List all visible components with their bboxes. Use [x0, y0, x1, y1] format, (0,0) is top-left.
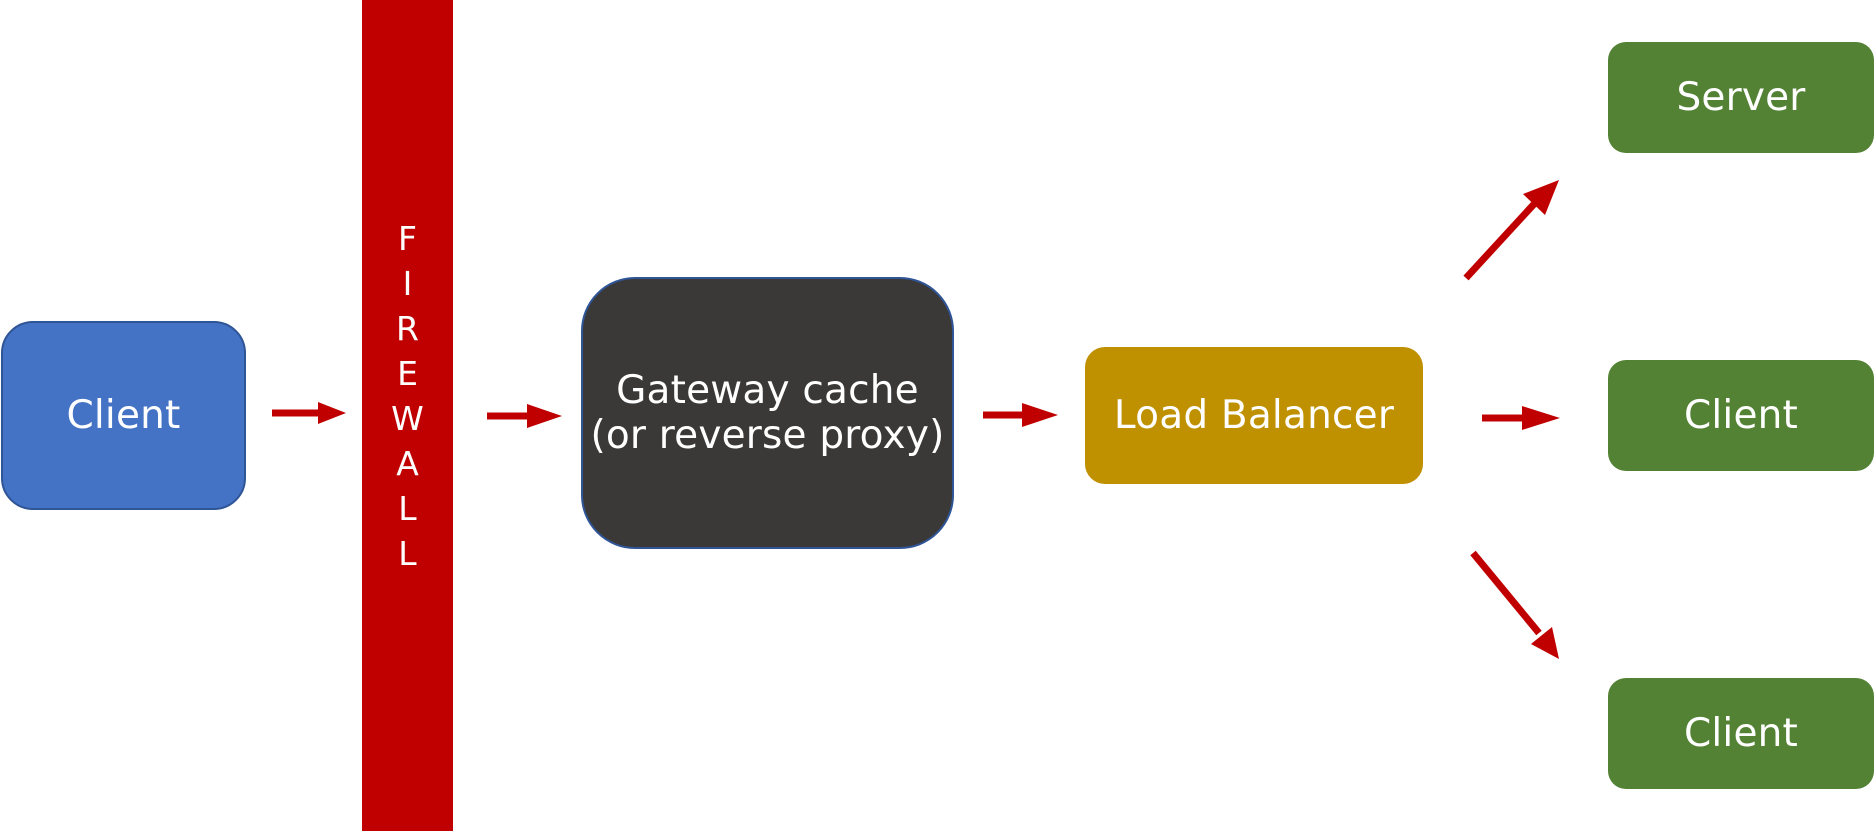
firewall-letter: W: [391, 399, 424, 438]
firewall-letter: L: [398, 534, 417, 573]
arrow-load-balancer-to-server-head-icon: [1523, 180, 1559, 215]
arrow-load-balancer-to-client-bottom-icon: [1470, 550, 1542, 636]
firewall-letter: R: [396, 309, 419, 348]
firewall-letter: E: [397, 354, 418, 393]
client-node-left: Client: [1, 321, 246, 510]
firewall-letter: I: [402, 264, 413, 303]
firewall-letter: L: [398, 489, 417, 528]
load-balancer-node: Load Balancer: [1085, 347, 1423, 484]
firewall-letter: A: [396, 444, 419, 483]
gateway-cache-node: Gateway cache (or reverse proxy): [581, 277, 954, 549]
client-node-bottom: Client: [1608, 678, 1874, 789]
server-node-top: Server: [1608, 42, 1874, 153]
arrow-load-balancer-to-client-bottom-head-icon: [1531, 627, 1559, 659]
arrow-firewall-to-gateway-head-icon: [527, 404, 562, 428]
arrow-load-balancer-to-server-icon: [1463, 200, 1538, 281]
client-node-middle: Client: [1608, 360, 1874, 471]
firewall-letter: F: [398, 219, 417, 258]
arrow-client-to-firewall-head-icon: [318, 402, 346, 424]
arrow-load-balancer-to-client-middle-head-icon: [1522, 406, 1560, 430]
arrow-gateway-to-load-balancer-head-icon: [1022, 403, 1058, 427]
